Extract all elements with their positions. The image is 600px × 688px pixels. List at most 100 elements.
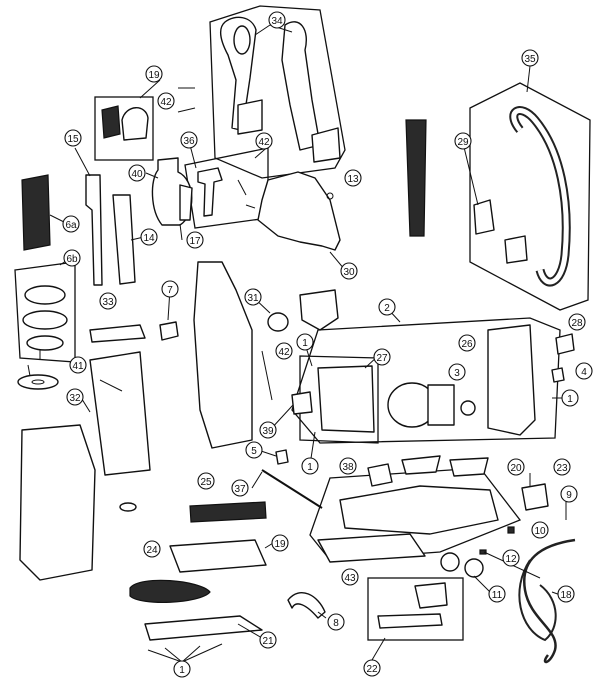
- handle-grip-hole: [233, 25, 251, 55]
- svg-text:18: 18: [560, 590, 572, 601]
- callout-21: 21: [259, 631, 277, 649]
- hose-inner: [511, 108, 569, 285]
- callout-42-c: 42: [275, 342, 293, 360]
- pleated-filter-6a: [21, 174, 51, 251]
- callout-40: 40: [128, 164, 146, 182]
- upholstery-brush-part: [101, 105, 121, 139]
- part-12: [479, 549, 487, 555]
- washer-41: [17, 374, 59, 390]
- box-22: [367, 577, 464, 641]
- hose-cuff-29: [473, 199, 495, 235]
- callout-15: 15: [64, 129, 82, 147]
- part-10: [507, 526, 515, 534]
- svg-text:37: 37: [234, 484, 246, 495]
- rod-37: [261, 469, 323, 509]
- callout-7: 7: [161, 280, 179, 298]
- part-5: [275, 449, 289, 465]
- svg-text:24: 24: [146, 545, 158, 556]
- svg-text:20: 20: [510, 463, 522, 474]
- svg-text:1: 1: [179, 665, 185, 676]
- svg-text:34: 34: [271, 16, 283, 27]
- callout-19: 19: [145, 65, 163, 83]
- callout-24: 24: [143, 540, 161, 558]
- crevice-tool-part: [121, 107, 149, 141]
- callout-10: 10: [531, 521, 549, 539]
- part-4: [551, 367, 565, 383]
- wheel-11b: [464, 558, 484, 578]
- svg-text:10: 10: [534, 526, 546, 537]
- belt-24: [129, 579, 211, 603]
- callout-41: 41: [69, 356, 87, 374]
- rear-housing-32: [19, 424, 96, 581]
- callout-32: 32: [66, 388, 84, 406]
- screw-42-b: [177, 107, 196, 113]
- callout-23: 23: [553, 458, 571, 476]
- wand-handle-part: [281, 21, 321, 151]
- callout-18: 18: [557, 585, 575, 603]
- power-cord-18-loop: [518, 559, 557, 642]
- filter-6b-top: [24, 285, 66, 305]
- callout-29: 29: [454, 132, 472, 150]
- callout-12: 12: [502, 549, 520, 567]
- wheel-11a: [440, 552, 460, 572]
- cover-left: [401, 455, 441, 475]
- svg-text:27: 27: [376, 353, 388, 364]
- callout-39: 39: [259, 421, 277, 439]
- svg-text:32: 32: [69, 393, 81, 404]
- screw-13: [326, 192, 334, 200]
- svg-text:19: 19: [274, 539, 286, 550]
- box-36: [184, 147, 269, 229]
- callout-42-a: 42: [157, 92, 175, 110]
- part-28: [555, 333, 575, 355]
- latch-36-part: [197, 167, 223, 217]
- svg-text:1: 1: [567, 394, 573, 405]
- extension-wand-part: [405, 119, 427, 237]
- part-22-top: [414, 582, 448, 609]
- svg-text:12: 12: [505, 554, 517, 565]
- clip-7: [159, 321, 179, 341]
- handle-clip-part: [237, 99, 263, 135]
- lower-wand-part: [112, 194, 136, 285]
- svg-text:30: 30: [343, 267, 355, 278]
- callout-42-b: 42: [255, 132, 273, 150]
- svg-text:8: 8: [333, 618, 339, 629]
- box-34: [209, 5, 346, 179]
- svg-text:6a: 6a: [65, 220, 77, 231]
- tool-8: [287, 592, 326, 619]
- dirt-cup-lid-33: [89, 324, 146, 343]
- callout-33: 33: [99, 292, 117, 310]
- svg-text:19: 19: [148, 70, 160, 81]
- svg-text:26: 26: [461, 339, 473, 350]
- bearing-3: [460, 400, 476, 416]
- callout-5: 5: [245, 441, 263, 459]
- hose-fitting-29: [504, 235, 528, 264]
- power-cord-18: [522, 538, 576, 664]
- svg-text:28: 28: [571, 318, 583, 329]
- callout-14: 14: [140, 228, 158, 246]
- svg-text:42: 42: [160, 97, 172, 108]
- svg-text:17: 17: [189, 236, 201, 247]
- svg-text:1: 1: [307, 462, 313, 473]
- callout-27: 27: [373, 348, 391, 366]
- callout-30: 30: [340, 262, 358, 280]
- callout-6b: 6b: [63, 249, 81, 267]
- callout-26: 26: [458, 334, 476, 352]
- callout-31: 31: [244, 288, 262, 306]
- svg-text:22: 22: [366, 664, 378, 675]
- main-body-part: [193, 261, 253, 449]
- svg-text:1: 1: [302, 338, 308, 349]
- base-lower-20: [317, 533, 426, 563]
- callout-6a: 6a: [62, 215, 80, 233]
- callout-36: 36: [180, 131, 198, 149]
- svg-text:38: 38: [342, 462, 354, 473]
- callout-1-a: 1: [296, 333, 314, 351]
- seal-31: [267, 312, 289, 332]
- svg-text:33: 33: [102, 297, 114, 308]
- svg-text:35: 35: [524, 54, 536, 65]
- svg-text:14: 14: [143, 233, 155, 244]
- callout-22: 22: [363, 659, 381, 677]
- wand-clip-part: [311, 127, 341, 163]
- motor-housing-26: [487, 324, 536, 436]
- filter-6b-bottom: [26, 335, 64, 351]
